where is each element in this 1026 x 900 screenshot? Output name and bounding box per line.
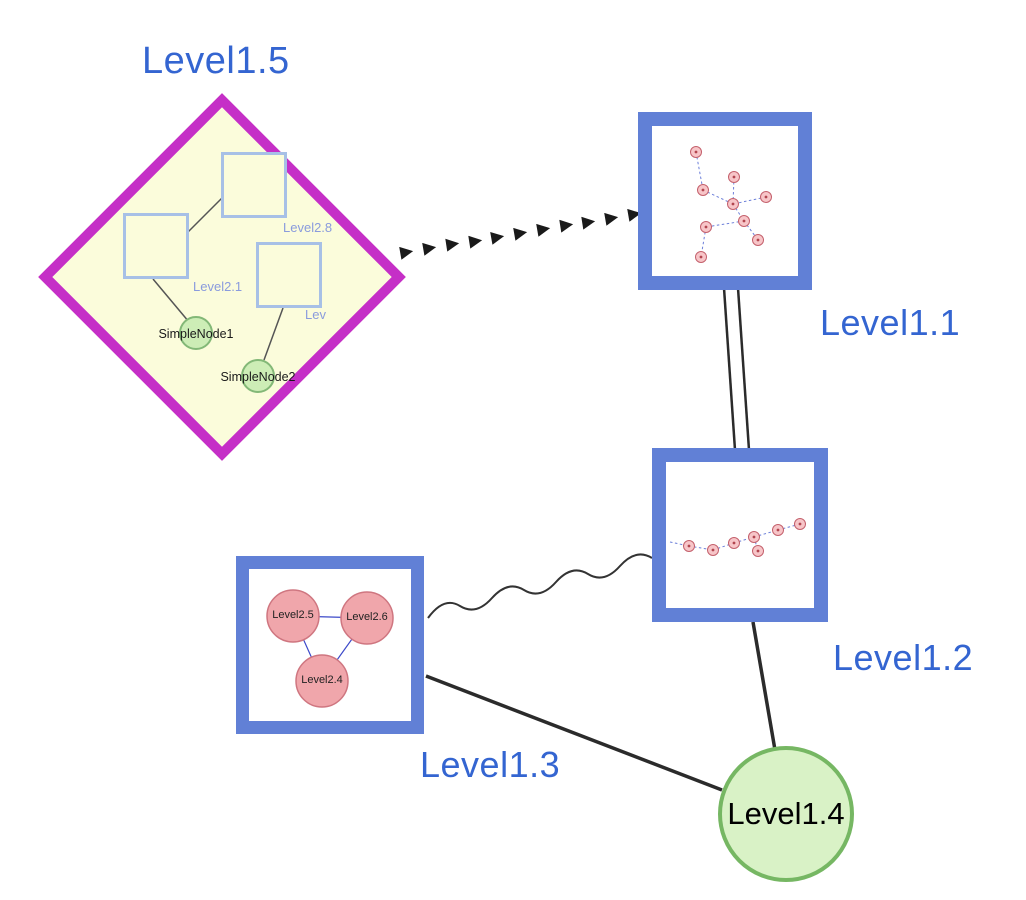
edge-level2-1-level2-8[interactable]: [186, 196, 224, 234]
level1-2-subgraph: [669, 518, 806, 557]
node-level2-8[interactable]: [221, 152, 287, 218]
edge-level1-2-level1-4[interactable]: [751, 621, 777, 751]
edge-level1-3-level1-2[interactable]: [427, 553, 653, 619]
node-level2-5[interactable]: [266, 589, 320, 643]
level1-3-subgraph: [266, 589, 394, 708]
node-level1-4[interactable]: Level1.4: [718, 746, 854, 882]
edge-lev-simplenode2[interactable]: [263, 307, 284, 361]
node-level1-3[interactable]: Level2.5 Level2.6 Level2.4: [236, 556, 424, 734]
node-level2-4[interactable]: [295, 654, 349, 708]
node-simplenode1[interactable]: [179, 316, 213, 350]
label-level2-8: Level2.8: [283, 220, 333, 235]
node-level1-2[interactable]: [652, 448, 828, 622]
node-simplenode2[interactable]: [241, 359, 275, 393]
edge-level2-1-simplenode1[interactable]: [152, 278, 190, 323]
label-simplenode2: SimpleNode2: [220, 370, 296, 384]
label-level1-4: Level1.4: [727, 796, 845, 831]
node-level1-1[interactable]: [638, 112, 812, 290]
label-level2-6: Level2.6: [346, 611, 388, 623]
label-level2-5: Level2.5: [272, 609, 314, 621]
edge-level1-1-level1-2[interactable]: [722, 287, 751, 451]
node-lev[interactable]: [256, 242, 322, 308]
level1-1-subgraph: [690, 146, 772, 263]
label-level1-1: Level1.1: [820, 302, 961, 343]
label-level2-4: Level2.4: [301, 674, 343, 686]
node-level2-1[interactable]: [123, 213, 189, 279]
label-simplenode1: SimpleNode1: [158, 327, 234, 341]
label-lev: Lev: [305, 307, 326, 322]
label-level2-1: Level2.1: [193, 279, 243, 294]
label-level1-3: Level1.3: [420, 744, 561, 785]
label-level1-2: Level1.2: [833, 637, 974, 678]
label-level1-5: Level1.5: [142, 40, 290, 82]
node-level2-6[interactable]: [340, 591, 394, 645]
edge-level1-3-level1-4[interactable]: [425, 674, 723, 792]
